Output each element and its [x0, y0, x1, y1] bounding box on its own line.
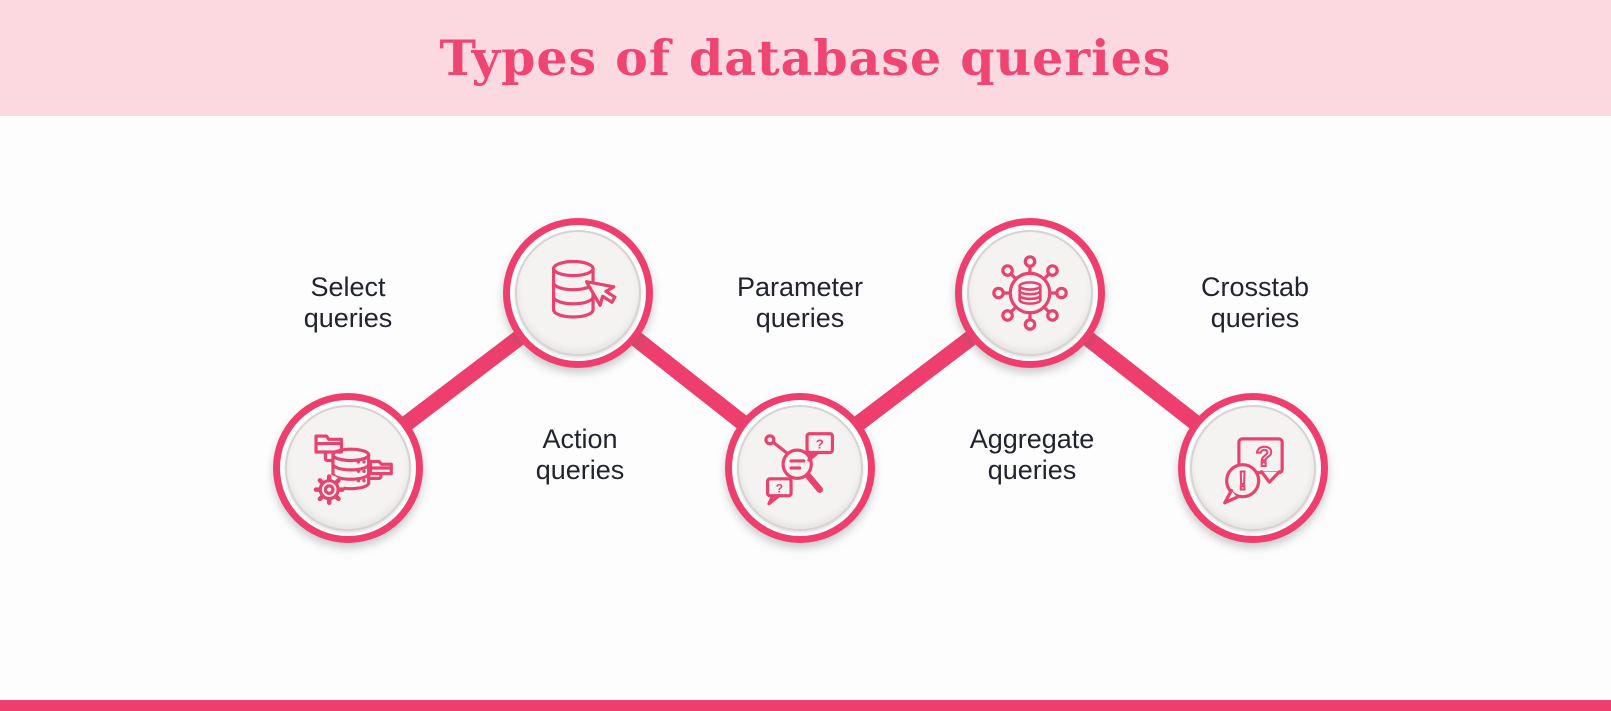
svg-text:?: ? [776, 481, 783, 495]
label-parameter-queries: Parameter queries [736, 272, 864, 333]
question-answer-bubbles-icon: ? ! [1206, 421, 1300, 515]
node-aggregate-queries [955, 218, 1105, 368]
label-select-queries: Select queries [303, 272, 393, 333]
label-aggregate-queries: Aggregate queries [969, 424, 1095, 485]
node-inner [967, 230, 1093, 356]
node-inner: ? ? [737, 405, 863, 531]
node-ring: ? ! [1185, 400, 1321, 536]
node-ring [962, 225, 1098, 361]
distributed-database-icon [983, 246, 1077, 340]
svg-text:?: ? [816, 436, 824, 451]
node-action-queries [503, 218, 653, 368]
node-ring: ? ? [732, 400, 868, 536]
node-parameter-queries: ? ? [725, 393, 875, 543]
node-ring [280, 400, 416, 536]
bottom-accent-bar [0, 700, 1611, 711]
node-ring [510, 225, 646, 361]
header-band: Types of database queries [0, 0, 1611, 116]
magnifier-parameters-icon: ? ? [753, 421, 847, 515]
node-inner [515, 230, 641, 356]
database-cursor-icon [531, 246, 625, 340]
label-action-queries: Action queries [535, 424, 625, 485]
folders-database-gear-icon [301, 421, 395, 515]
node-crosstab-queries: ? ! [1178, 393, 1328, 543]
node-inner [285, 405, 411, 531]
node-inner: ? ! [1190, 405, 1316, 531]
label-crosstab-queries: Crosstab queries [1200, 272, 1310, 333]
node-select-queries [273, 393, 423, 543]
svg-text:!: ! [1238, 466, 1247, 496]
page-title: Types of database queries [439, 29, 1172, 87]
svg-text:?: ? [1256, 440, 1273, 472]
